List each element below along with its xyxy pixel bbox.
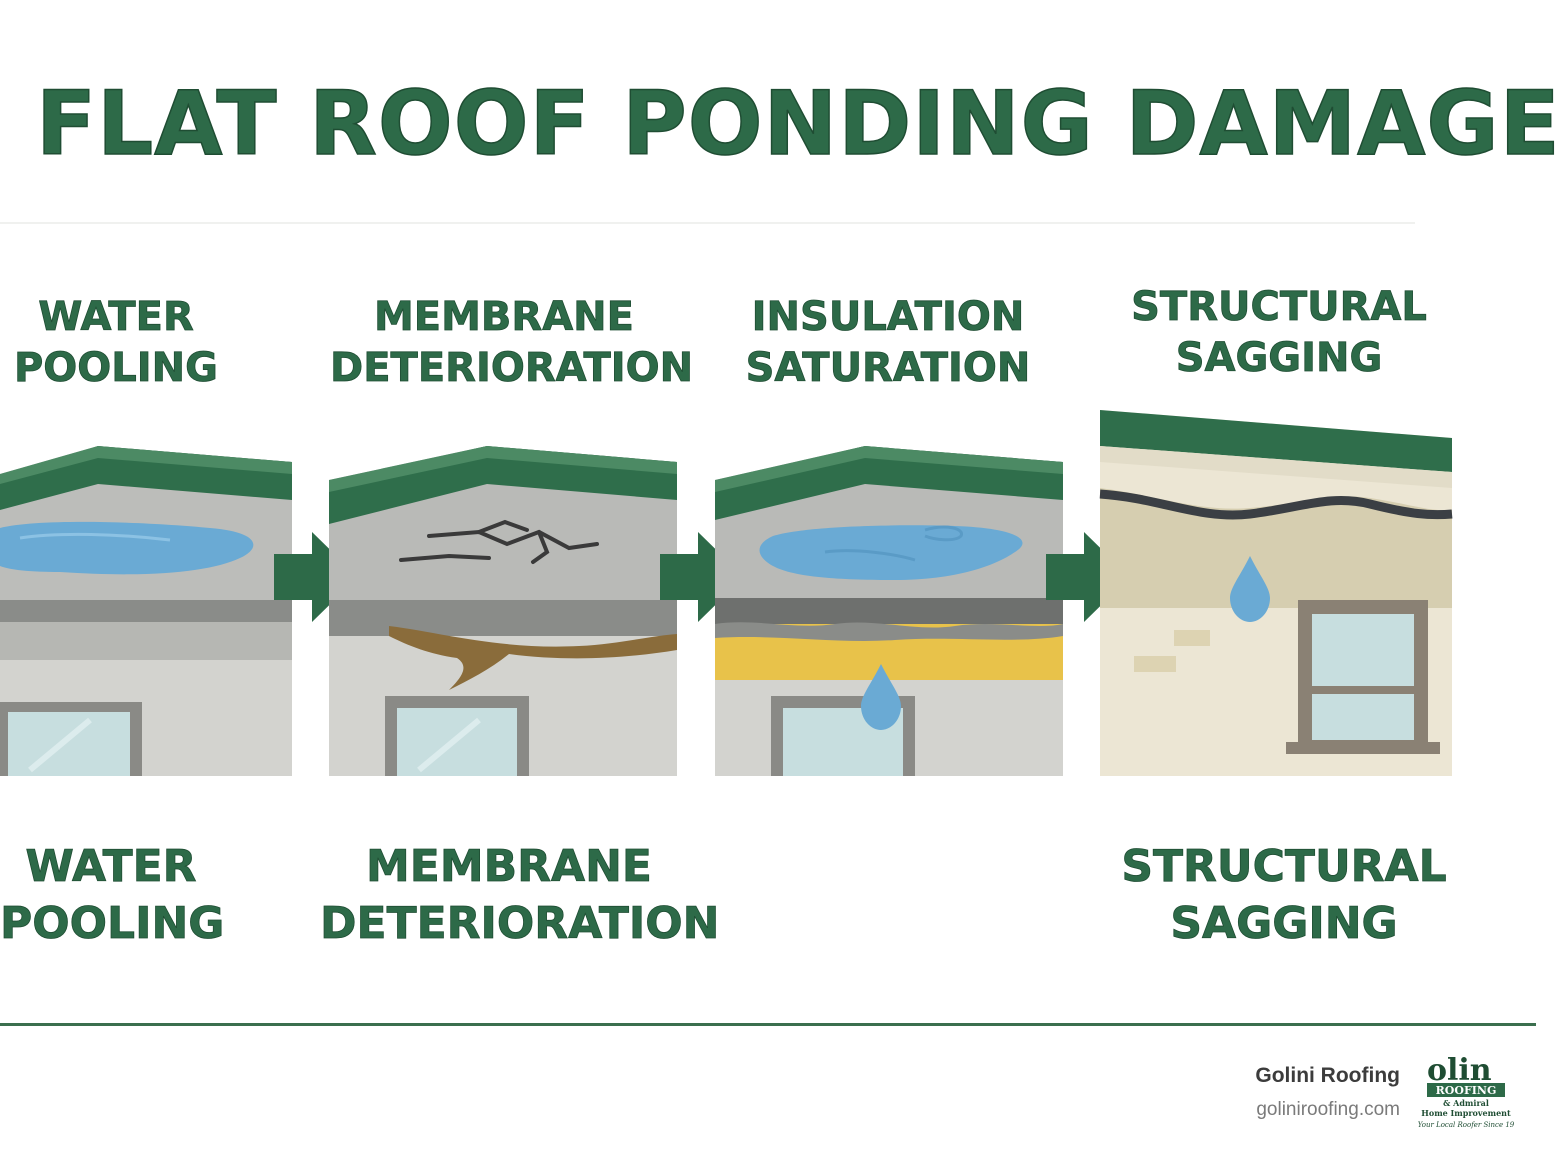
bottom-label-line: DETERIORATION <box>320 898 720 950</box>
water-stain <box>389 626 677 690</box>
bottom-label-line: WATER <box>25 841 197 893</box>
stage-label-line: INSULATION <box>751 294 1025 341</box>
stage-label-line: SATURATION <box>745 345 1031 392</box>
roof-illustration <box>715 440 1063 776</box>
panel-membrane-deterioration <box>329 440 677 776</box>
bottom-label-membrane-deterioration: MEMBRANE DETERIORATION <box>320 838 720 952</box>
logo-badge: ROOFING <box>1436 1084 1497 1097</box>
roof-illustration <box>0 440 292 776</box>
stage-label-structural-sagging: STRUCTURAL SAGGING <box>1104 282 1454 384</box>
brand-url[interactable]: goliniroofing.com <box>1256 1099 1400 1120</box>
panel-insulation-saturation <box>715 440 1063 776</box>
roof-illustration <box>1099 408 1453 776</box>
sagging-beam <box>1099 489 1453 520</box>
stage-label-insulation-saturation: INSULATION SATURATION <box>714 292 1062 394</box>
water-drop-icon <box>861 664 901 730</box>
logo-tagline: Your Local Roofer Since 19 <box>1418 1121 1515 1129</box>
bottom-label-water-pooling: WATER POOLING <box>0 838 225 952</box>
crack-icon <box>399 519 599 564</box>
arrow-right-icon <box>660 532 744 622</box>
page-title: FLAT ROOF PONDING DAMAGE <box>35 71 1561 176</box>
bottom-label-line: POOLING <box>0 898 225 950</box>
bottom-label-line: STRUCTURAL <box>1121 841 1447 893</box>
arrow-right-icon <box>1046 532 1130 622</box>
arrow-right-icon <box>274 532 358 622</box>
stage-label-membrane-deterioration: MEMBRANE DETERIORATION <box>330 292 694 394</box>
stage-label-line: DETERIORATION <box>330 345 694 392</box>
panel-water-pooling <box>0 440 292 776</box>
brand-name: Golini Roofing <box>1255 1064 1400 1087</box>
bottom-label-line: SAGGING <box>1170 898 1398 950</box>
stage-label-line: SAGGING <box>1175 335 1383 382</box>
title-divider <box>0 222 1415 224</box>
stage-label-line: WATER <box>38 294 194 341</box>
panel-structural-sagging <box>1099 408 1453 776</box>
logo-name: olin <box>1427 1053 1492 1088</box>
bottom-label-structural-sagging: STRUCTURAL SAGGING <box>1114 838 1454 952</box>
logo-line1: & Admiral <box>1443 1098 1489 1108</box>
stage-label-line: STRUCTURAL <box>1131 284 1428 331</box>
logo-line2: Home Improvement <box>1421 1108 1511 1118</box>
stage-label-water-pooling: WATER POOLING <box>0 292 232 394</box>
water-drop-icon <box>1230 556 1270 622</box>
brand-logo: olin ROOFING & Admiral Home Improvement … <box>1418 1053 1515 1129</box>
stage-label-line: POOLING <box>13 345 219 392</box>
roof-illustration <box>329 440 677 776</box>
bottom-label-line: MEMBRANE <box>366 841 653 893</box>
stage-label-line: MEMBRANE <box>374 294 635 341</box>
footer-divider <box>0 1023 1536 1026</box>
